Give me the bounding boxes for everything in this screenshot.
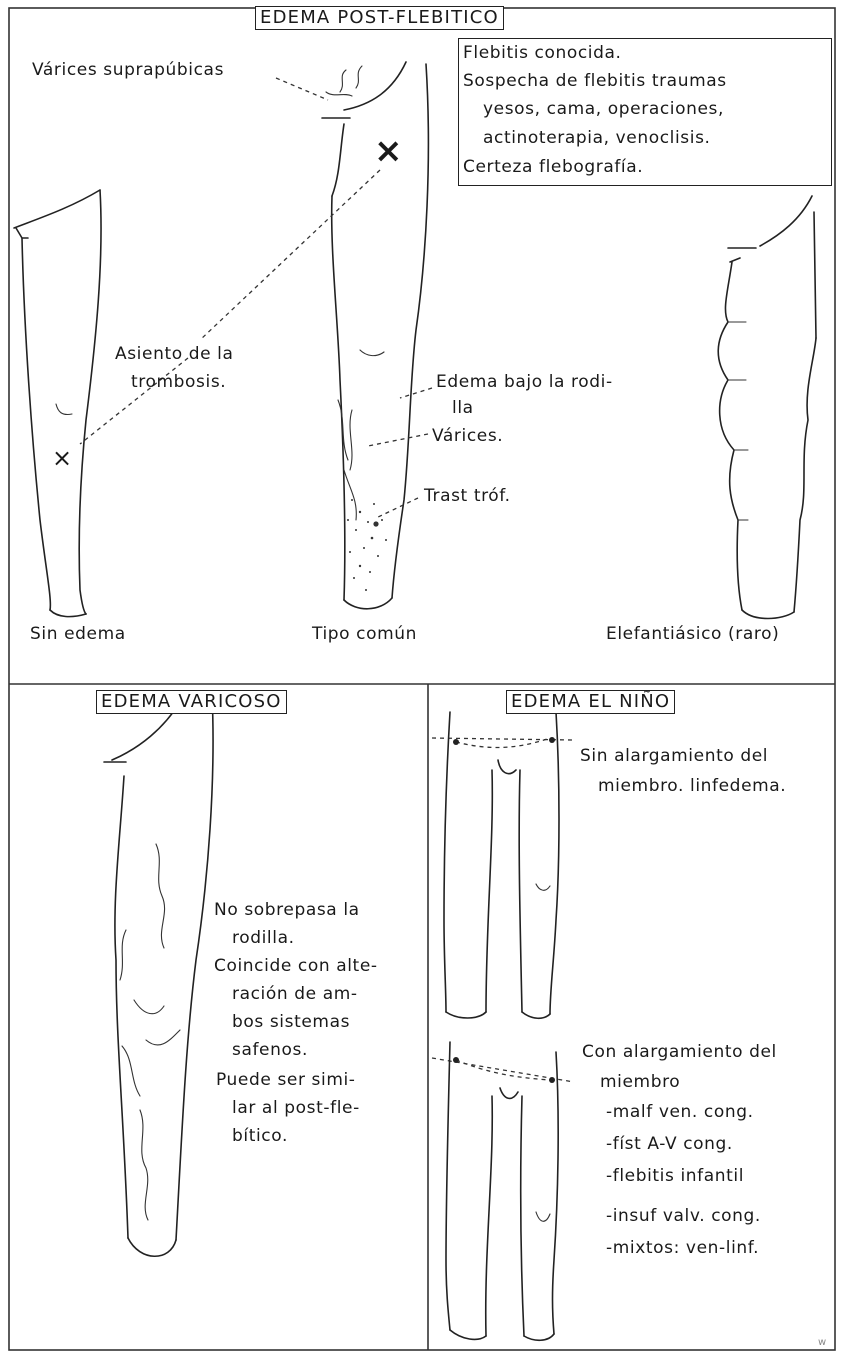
info-line-5: Certeza flebografía. <box>463 159 643 176</box>
sin-alargamiento-line-1: Sin alargamiento del <box>580 748 768 765</box>
cause-item-3: -flebitis infantil <box>606 1168 744 1185</box>
info-line-2: Sospecha de flebitis traumas <box>463 73 727 90</box>
cause-item-4: -insuf valv. cong. <box>606 1208 761 1225</box>
cause-item-1: -malf ven. cong. <box>606 1104 754 1121</box>
cause-item-2: -físt A-V cong. <box>606 1136 733 1153</box>
pointer-varices <box>368 434 428 446</box>
info-line-1: Flebitis conocida. <box>463 45 622 62</box>
pointer-trast-trof <box>376 498 418 518</box>
caption-sin-edema: Sin edema <box>30 626 126 643</box>
varicoso-line-7: Puede ser simi- <box>216 1072 356 1089</box>
pointer-edema <box>400 388 432 398</box>
con-alargamiento-line-1: Con alargamiento del <box>582 1044 777 1061</box>
label-trast-trof: Trast tróf. <box>424 488 511 505</box>
varicoso-line-8: lar al post-fle- <box>232 1100 360 1117</box>
varicoso-line-1: No sobrepasa la <box>214 902 360 919</box>
leg-sin-edema <box>14 190 101 617</box>
leg-elefantiasico <box>718 196 816 619</box>
label-edema-bajo-2: lla <box>452 400 474 417</box>
con-alargamiento-line-2: miembro <box>600 1074 680 1091</box>
corner-mark: w <box>818 1337 826 1348</box>
title-edema-varicoso: EDEMA VARICOSO <box>96 690 287 714</box>
legs-nino-top <box>432 712 572 1018</box>
label-varices-suprapubicas: Várices suprapúbicas <box>32 62 224 79</box>
title-post-flebitico: EDEMA POST-FLEBITICO <box>255 6 504 30</box>
label-varices: Várices. <box>432 428 503 445</box>
label-edema-bajo-1: Edema bajo la rodi- <box>436 374 613 391</box>
cause-item-5: -mixtos: ven-linf. <box>606 1240 759 1257</box>
leg-varicoso <box>104 694 213 1256</box>
varicoso-line-4: ración de am- <box>232 986 358 1003</box>
info-line-3: yesos, cama, operaciones, <box>483 101 724 118</box>
varicoso-line-6: safenos. <box>232 1042 308 1059</box>
caption-tipo-comun: Tipo común <box>312 626 417 643</box>
leg-x-marker: × <box>52 446 73 470</box>
label-asiento-1: Asiento de la <box>115 346 234 363</box>
pointer-varices-suprapubicas <box>276 78 328 100</box>
info-line-4: actinoterapia, venoclisis. <box>483 130 711 147</box>
title-edema-nino: EDEMA EL NIÑO <box>506 690 675 714</box>
info-box-flebitis: Flebitis conocida. Sospecha de flebitis … <box>458 38 832 186</box>
sin-alargamiento-line-2: miembro. linfedema. <box>598 778 786 795</box>
thrombosis-x-marker: × <box>374 134 403 168</box>
varicoso-line-3: Coincide con alte- <box>214 958 378 975</box>
pointer-asiento-to-leg <box>80 358 188 444</box>
varicoso-line-5: bos sistemas <box>232 1014 350 1031</box>
legs-nino-bottom <box>432 1042 574 1340</box>
pointer-asiento-trombosis <box>200 170 380 340</box>
varicoso-line-9: bítico. <box>232 1128 288 1145</box>
varicoso-line-2: rodilla. <box>232 930 295 947</box>
label-asiento-2: trombosis. <box>131 374 226 391</box>
caption-elefantiasico: Elefantiásico (raro) <box>606 626 779 643</box>
